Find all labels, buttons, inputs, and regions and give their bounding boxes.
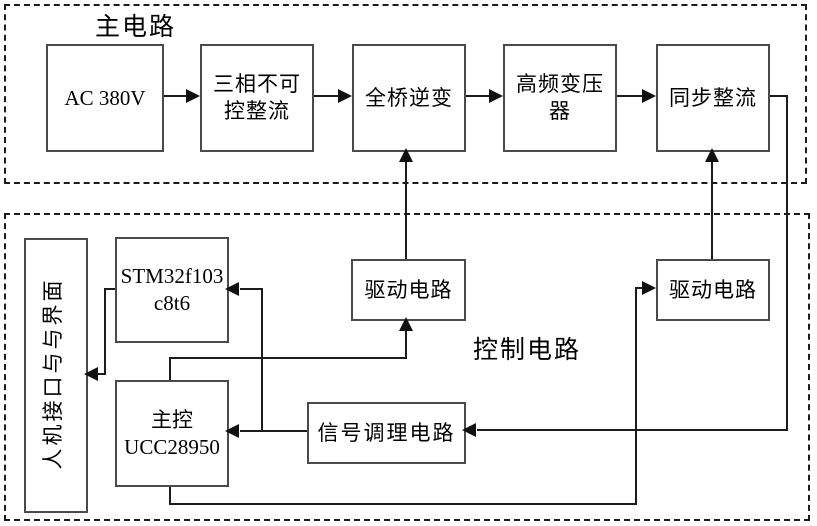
arrow-head-right-icon [338, 89, 352, 103]
connector-ucc-top-segment [169, 358, 171, 380]
arrow-head-right-icon [642, 89, 656, 103]
block-main-controller-label: 主控 UCC28950 [124, 407, 220, 459]
connector-ucc-to-drive-left [169, 357, 407, 359]
connector-drive-right-to-sync [711, 161, 713, 259]
arrow-head-right-icon [489, 89, 503, 103]
block-drive-left-label: 驱动电路 [364, 277, 453, 302]
connector-branch-to-mcu [240, 288, 262, 290]
connector-sync-out [766, 95, 788, 97]
block-signal-conditioning-label: 信号调理电路 [317, 420, 456, 445]
arrow-head-left-icon [84, 367, 98, 381]
connector-ucc-to-drive-right-bottom [169, 503, 637, 505]
block-inverter: 全桥逆变 [352, 44, 466, 152]
connector-rectifier-to-inverter [310, 95, 340, 97]
block-inverter-label: 全桥逆变 [365, 85, 453, 110]
connector-mcu-to-hmi-drop [104, 288, 106, 374]
arrow-head-up-icon [705, 148, 719, 162]
arrow-head-right-icon [186, 89, 200, 103]
block-hmi-label: 人机接口与与界面 [41, 277, 65, 470]
block-drive-right-label: 驱动电路 [669, 277, 757, 302]
block-ac-input-label: AC 380V [64, 85, 146, 110]
block-rectifier-label: 三相不可 控整流 [213, 72, 301, 123]
connector-signal-branch-rise [261, 288, 263, 432]
connector-drive-left-to-inverter [405, 161, 407, 259]
main-circuit-section-label: 主电路 [93, 7, 179, 43]
control-circuit-section-frame [4, 213, 810, 521]
connector-transformer-to-sync [613, 95, 644, 97]
block-ac-input: AC 380V [46, 44, 164, 152]
block-drive-right: 驱动电路 [656, 259, 770, 321]
connector-ucc-to-drive-right-end [635, 287, 645, 289]
arrow-head-right-icon [642, 281, 656, 295]
connector-ucc-bottom-segment [169, 483, 171, 505]
block-rectifier: 三相不可 控整流 [200, 44, 314, 152]
arrow-head-up-icon [399, 148, 413, 162]
block-mcu: STM32f103 c8t6 [115, 237, 229, 343]
connector-signal-to-ucc [240, 430, 307, 432]
connector-feedback-to-signal [477, 429, 788, 431]
arrow-head-left-icon [462, 423, 476, 437]
block-mcu-label: STM32f103 c8t6 [120, 264, 224, 315]
block-hmi: 人机接口与与界面 [24, 238, 88, 513]
connector-ucc-to-drive-right-rise [635, 287, 637, 505]
block-drive-left: 驱动电路 [351, 259, 466, 321]
connector-mcu-out [104, 288, 115, 290]
connector-feedback-drop [786, 95, 788, 431]
arrow-head-left-icon [225, 424, 239, 438]
arrow-head-left-icon [225, 282, 239, 296]
block-transformer: 高频变压 器 [503, 44, 617, 152]
block-sync-rectifier-label: 同步整流 [669, 85, 757, 110]
arrow-head-up-icon [399, 317, 413, 331]
connector-ucc-to-drive-left-rise [405, 331, 407, 358]
control-circuit-section-label: 控制电路 [471, 330, 584, 366]
connector-ac-to-rectifier [160, 95, 188, 97]
block-signal-conditioning: 信号调理电路 [307, 402, 466, 464]
block-main-controller: 主控 UCC28950 [115, 380, 229, 487]
block-transformer-label: 高频变压 器 [516, 72, 604, 123]
connector-mcu-to-hmi-end [97, 373, 106, 375]
connector-inverter-to-transformer [462, 95, 491, 97]
block-sync-rectifier: 同步整流 [656, 44, 770, 152]
